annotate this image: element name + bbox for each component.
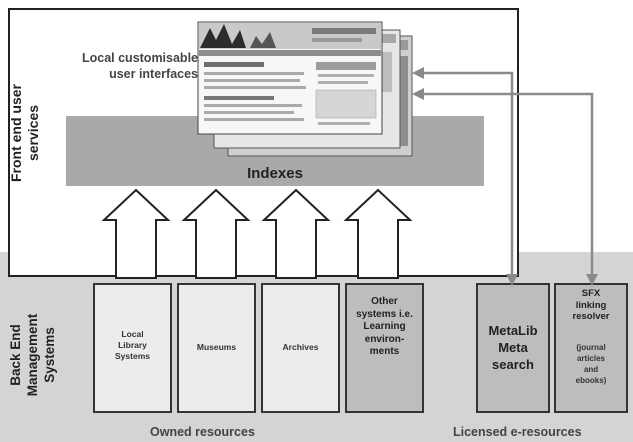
sfx-note-line: articles bbox=[576, 354, 606, 363]
metalib-line: Meta bbox=[498, 340, 528, 355]
front-end-label: Front end user services bbox=[8, 68, 48, 198]
back-end-label: Back End Management Systems bbox=[7, 302, 59, 408]
sfx-note: (journal articles and ebooks) bbox=[555, 342, 627, 386]
other-systems-line: ments bbox=[369, 346, 400, 357]
local-library-line: Library bbox=[118, 340, 147, 350]
ui-caption: Local customisable user interfaces bbox=[40, 50, 198, 82]
local-library-line: Systems bbox=[115, 351, 150, 361]
arrowhead-left-icon bbox=[412, 88, 424, 100]
other-systems-line: environ- bbox=[364, 333, 405, 345]
sfx-text-wrap: SFX linking resolver (journal articles a… bbox=[555, 284, 627, 412]
upward-arrows bbox=[101, 188, 413, 279]
arrowhead-down-icon bbox=[586, 274, 598, 286]
box-museums bbox=[177, 283, 256, 413]
arrow-up-icon bbox=[343, 188, 413, 279]
back-end-label-line3: Systems bbox=[42, 327, 57, 383]
museums-text-wrap: Museums bbox=[178, 284, 255, 412]
other-systems-text: Other systems i.e. Learning environ- men… bbox=[346, 296, 423, 359]
box-sfx bbox=[554, 283, 628, 413]
archives-text-wrap: Archives bbox=[262, 284, 339, 412]
metalib-line: search bbox=[492, 357, 534, 372]
local-library-text-wrap: Local Library Systems bbox=[94, 284, 171, 412]
ui-caption-line1: Local customisable bbox=[81, 51, 198, 65]
back-end-label-line2: Management bbox=[25, 313, 40, 397]
sfx-title-line: resolver bbox=[572, 311, 610, 322]
connector-sfx bbox=[423, 92, 594, 276]
box-other-systems bbox=[345, 283, 424, 413]
arrow-up-icon bbox=[181, 188, 251, 279]
box-archives bbox=[261, 283, 340, 413]
arrow-up-icon bbox=[101, 188, 171, 279]
arrowhead-left-icon bbox=[412, 67, 424, 79]
archives-text: Archives bbox=[282, 342, 319, 352]
sfx-note-line: (journal bbox=[576, 343, 606, 352]
sfx-title-line: SFX bbox=[581, 288, 601, 299]
ui-caption-line2: user interfaces bbox=[109, 67, 198, 81]
arrow-up-icon bbox=[261, 188, 331, 279]
sfx-note-line: ebooks) bbox=[575, 376, 607, 385]
sfx-title: SFX linking resolver bbox=[555, 288, 627, 323]
local-library-text: Local Library Systems bbox=[94, 329, 171, 362]
other-systems-text-wrap: Other systems i.e. Learning environ- men… bbox=[346, 284, 423, 412]
box-local-library bbox=[93, 283, 172, 413]
ui-screenshot-front bbox=[197, 21, 383, 135]
metalib-text: MetaLib Meta search bbox=[477, 322, 549, 373]
indexes-label: Indexes bbox=[247, 165, 303, 182]
museums-text: Museums bbox=[196, 342, 237, 352]
metalib-text-wrap: MetaLib Meta search bbox=[477, 284, 549, 412]
licensed-resources-label: Licensed e-resources bbox=[453, 425, 582, 439]
metalib-line: MetaLib bbox=[488, 323, 538, 338]
front-end-label-line2: services bbox=[25, 104, 41, 162]
arrowhead-down-icon bbox=[506, 274, 518, 286]
local-library-line: Local bbox=[121, 329, 144, 339]
owned-resources-label: Owned resources bbox=[150, 425, 255, 439]
other-systems-line: Learning bbox=[363, 321, 406, 332]
sfx-title-line: linking bbox=[575, 299, 607, 311]
front-end-label-line1: Front end user bbox=[8, 84, 24, 183]
other-systems-line: systems i.e. bbox=[356, 308, 413, 320]
sfx-note-line: and bbox=[583, 365, 599, 374]
other-systems-line: Other bbox=[371, 296, 398, 307]
back-end-label-line1: Back End bbox=[8, 324, 23, 386]
connector-metalib bbox=[423, 71, 514, 276]
